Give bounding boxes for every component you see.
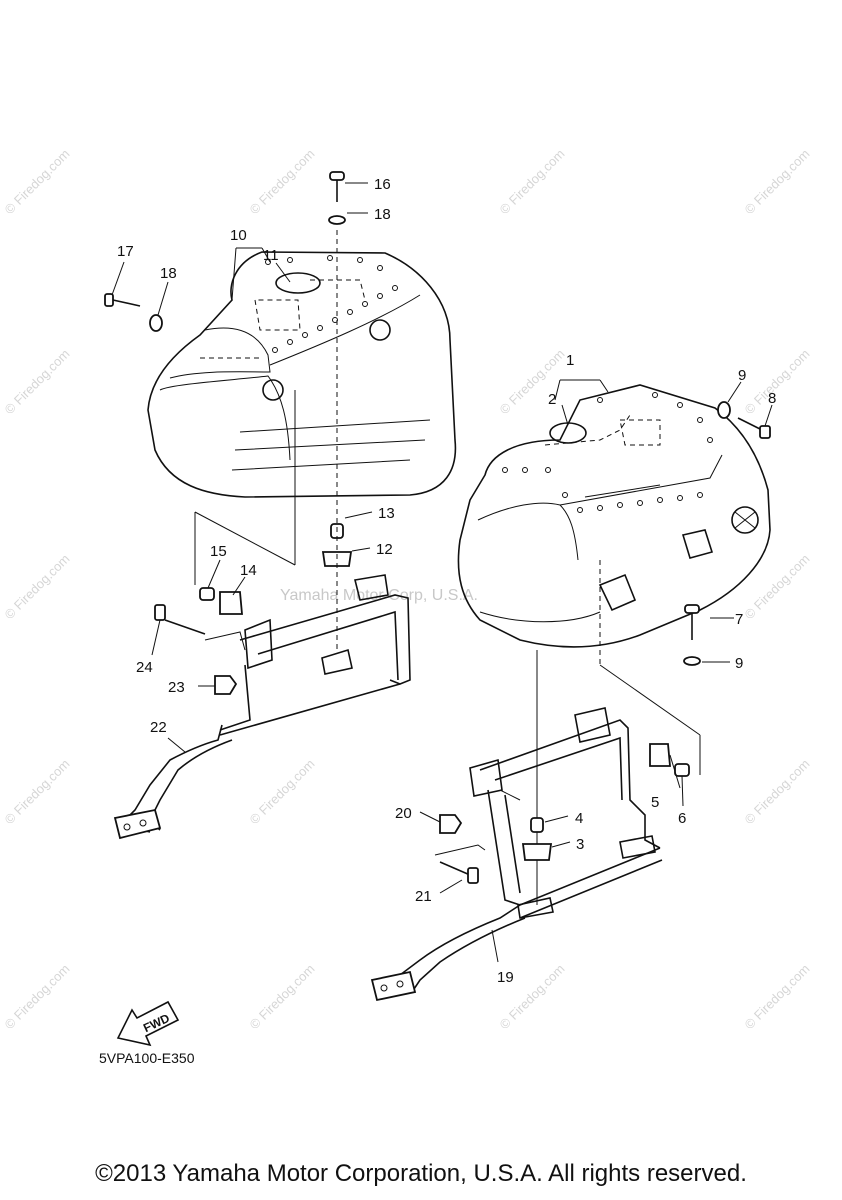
callout-15: 15 <box>210 543 227 560</box>
callout-13: 13 <box>378 505 395 522</box>
document-code: 5VPA100-E350 <box>99 1050 195 1066</box>
callout-7: 7 <box>735 611 743 628</box>
bolt-24 <box>154 604 206 635</box>
callout-10: 10 <box>230 227 247 244</box>
callout-19: 19 <box>497 969 514 986</box>
left-bracket-22 <box>113 574 411 840</box>
washer-9-top <box>717 401 731 419</box>
washer-18-top <box>328 215 346 225</box>
washer-18-side <box>149 314 163 332</box>
copyright-notice: ©2013 Yamaha Motor Corporation, U.S.A. A… <box>95 1160 747 1187</box>
bolt-7 <box>684 604 700 640</box>
right-saddlebag <box>457 384 771 648</box>
bolt-17 <box>104 293 141 307</box>
nut-20 <box>439 814 463 834</box>
callout-18-top: 18 <box>374 206 391 223</box>
watermark: © Firedog.com <box>742 346 813 417</box>
callout-3: 3 <box>576 836 584 853</box>
callout-24: 24 <box>136 659 153 676</box>
callout-16: 16 <box>374 176 391 193</box>
washer-9-bottom <box>683 656 701 666</box>
watermark: © Firedog.com <box>2 756 73 827</box>
callout-14: 14 <box>240 562 257 579</box>
callout-2: 2 <box>548 391 556 408</box>
watermark: © Firedog.com <box>497 346 568 417</box>
nut-23 <box>214 675 238 695</box>
collar-4 <box>530 817 544 833</box>
callout-22: 22 <box>150 719 167 736</box>
collar-15 <box>199 587 215 601</box>
watermark: © Firedog.com <box>247 756 318 827</box>
watermark: © Firedog.com <box>2 551 73 622</box>
watermark: © Firedog.com <box>247 961 318 1032</box>
callout-23: 23 <box>168 679 185 696</box>
callout-8: 8 <box>768 390 776 407</box>
watermark: © Firedog.com <box>247 146 318 217</box>
callout-1: 1 <box>566 352 574 369</box>
watermark: © Firedog.com <box>497 146 568 217</box>
callout-9-top: 9 <box>738 367 746 384</box>
watermark: © Firedog.com <box>742 551 813 622</box>
callout-9-bottom: 9 <box>735 655 743 672</box>
callout-17: 17 <box>117 243 134 260</box>
fwd-arrow-icon: FWD <box>116 1000 180 1047</box>
callout-6: 6 <box>678 810 686 827</box>
callout-21: 21 <box>415 888 432 905</box>
left-saddlebag <box>147 251 457 498</box>
center-watermark: Yamaha Motor Corp, U.S.A. <box>280 587 478 604</box>
callout-12: 12 <box>376 541 393 558</box>
watermark: © Firedog.com <box>2 961 73 1032</box>
callout-4: 4 <box>575 810 583 827</box>
watermark: © Firedog.com <box>2 146 73 217</box>
callout-20: 20 <box>395 805 412 822</box>
watermark-layer: © Firedog.com © Firedog.com © Firedog.co… <box>2 146 813 1032</box>
callout-5: 5 <box>651 794 659 811</box>
bolt-16 <box>329 171 345 202</box>
callouts: 1 2 3 4 5 6 7 8 9 9 10 11 12 13 14 15 16… <box>111 176 776 986</box>
watermark: © Firedog.com <box>742 756 813 827</box>
watermark: © Firedog.com <box>742 146 813 217</box>
grommet-5 <box>649 743 671 767</box>
callout-18-side: 18 <box>160 265 177 282</box>
watermark: © Firedog.com <box>2 346 73 417</box>
bolt-21 <box>439 861 479 884</box>
grommet-14 <box>219 591 243 615</box>
watermark: © Firedog.com <box>742 961 813 1032</box>
callout-11: 11 <box>263 247 279 264</box>
collar-6 <box>674 763 690 777</box>
right-bracket-19 <box>370 707 663 1002</box>
grommet-3 <box>521 843 553 861</box>
